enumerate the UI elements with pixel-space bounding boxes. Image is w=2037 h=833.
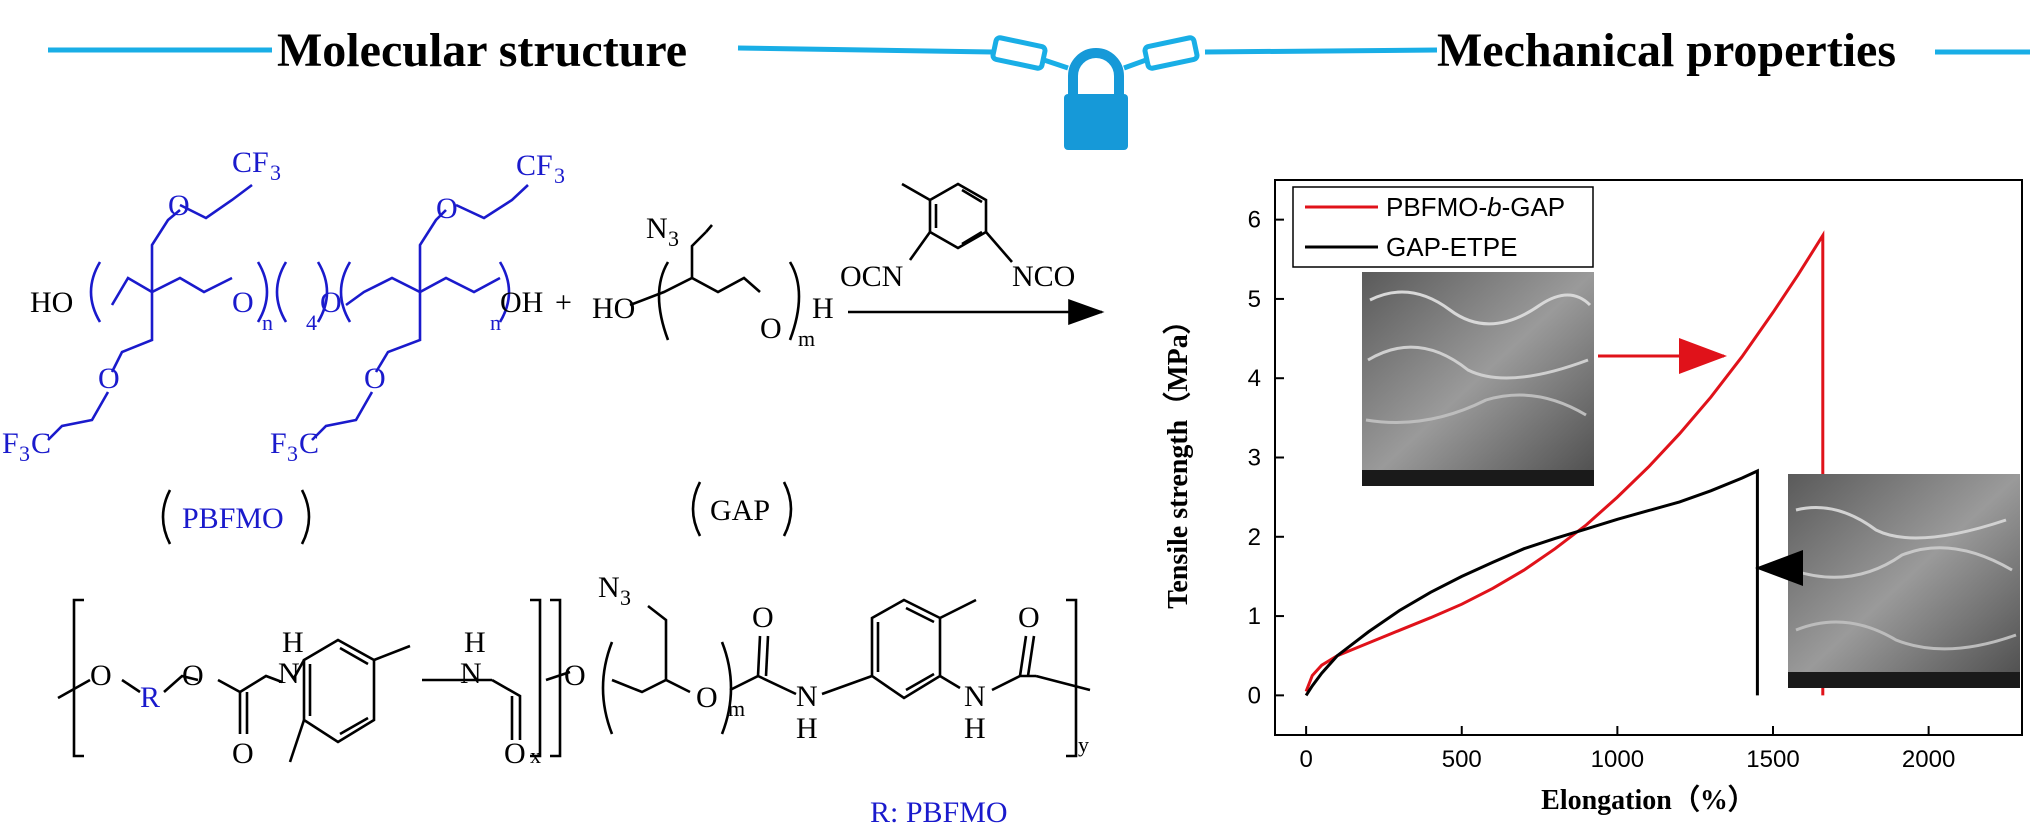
banner: Molecular structure Mechanical propertie… — [48, 24, 2030, 77]
x-tick-label: 0 — [1299, 746, 1312, 773]
tdi-labels: OCN NCO — [840, 260, 1075, 293]
pbfmo-ho: HO — [30, 286, 73, 319]
prod-n5: N — [964, 680, 986, 713]
f3c-bot-right-c: C — [299, 427, 319, 460]
prod-o1: O — [90, 659, 112, 692]
y-tick-label: 6 — [1248, 207, 1261, 234]
f3c-bot-right: F — [270, 427, 287, 460]
prod-o-carbonyl1: O — [232, 737, 254, 770]
gap-label: GAP — [710, 494, 770, 527]
cf3-top-right-sub: 3 — [554, 163, 565, 188]
sem-image-right — [1788, 474, 2020, 688]
tdi-structure — [901, 182, 1013, 263]
banner-line-right-1 — [1204, 47, 1438, 55]
prod-o4: O — [696, 681, 718, 714]
series-line-pbfmo-b-gap — [1304, 230, 1825, 696]
prod-h1: H — [282, 626, 304, 659]
prod-m: m — [728, 696, 745, 721]
x-tick-label: 2000 — [1902, 746, 1955, 773]
cf3-top-left: CF — [232, 146, 269, 179]
prod-n3: N — [598, 571, 620, 604]
y-tick-label: 4 — [1248, 365, 1261, 392]
y-tick-label: 5 — [1248, 286, 1261, 313]
gap-structure — [629, 224, 801, 341]
prod-o-carbonyl3: O — [752, 601, 774, 634]
pbfmo-o2: O — [320, 286, 342, 319]
gap-ho: HO — [592, 292, 635, 325]
cf3-top-left-sub: 3 — [270, 160, 281, 185]
x-tick-label: 1000 — [1591, 746, 1644, 773]
prod-n2: N — [460, 657, 482, 690]
pbfmo-four: 4 — [306, 310, 317, 335]
x-tick-label: 500 — [1442, 746, 1482, 773]
y-tick-label: 3 — [1248, 445, 1261, 472]
banner-line-left-2 — [737, 45, 993, 55]
series-line-gap-etpe — [1304, 468, 1759, 697]
gap-o: O — [760, 312, 782, 345]
pbfmo-n2: n — [490, 310, 501, 335]
prod-o2: O — [182, 659, 204, 692]
prod-r: R — [140, 681, 160, 714]
legend-label-gap-etpe: GAP-ETPE — [1386, 232, 1517, 262]
f3c-bot-left: F — [2, 427, 19, 460]
y-tick-label: 0 — [1248, 682, 1261, 709]
padlock-chain-icon — [990, 35, 1200, 150]
o-top-left: O — [168, 189, 190, 222]
f3c-bot-left-sub: 3 — [19, 441, 30, 466]
prod-n1: N — [278, 657, 300, 690]
prod-h2: H — [464, 626, 486, 659]
prod-h4: H — [964, 712, 986, 745]
legend: PBFMO-b-GAP GAP-ETPE — [1292, 186, 1594, 268]
y-tick-label: 1 — [1248, 603, 1261, 630]
sem-image-top — [1362, 272, 1594, 486]
gap-n3: N — [646, 212, 668, 245]
gap-h: H — [812, 292, 834, 325]
o-top-right: O — [436, 192, 458, 225]
prod-h3: H — [796, 712, 818, 745]
heading-mechanical-properties: Mechanical properties — [1437, 24, 1896, 77]
o-bot-left: O — [98, 362, 120, 395]
f3c-bot-right-sub: 3 — [287, 441, 298, 466]
pbfmo-o1: O — [232, 286, 254, 319]
pbfmo-labels: CF 3 CF 3 O O HO O n 4 O OH n O O F 3 C … — [2, 146, 565, 545]
pbfmo-n1: n — [262, 310, 273, 335]
y-axis-label: Tensile strength（MPa） — [1161, 306, 1194, 609]
prod-o-carbonyl4: O — [1018, 601, 1040, 634]
product-structure — [57, 598, 1091, 763]
product-labels: O R O O H N H N O x O N 3 O m O N H N H … — [90, 571, 1089, 770]
tdi-nco: NCO — [1012, 260, 1075, 293]
x-axis-label: Elongation（%） — [1541, 783, 1756, 816]
cf3-top-right: CF — [516, 149, 553, 182]
y-tick-label: 2 — [1248, 524, 1261, 551]
prod-y: y — [1078, 732, 1089, 757]
x-tick-label: 1500 — [1746, 746, 1799, 773]
gap-n3-sub: 3 — [668, 226, 679, 251]
tdi-ocn: OCN — [840, 260, 903, 293]
o-bot-right: O — [364, 362, 386, 395]
plus-sign: + — [555, 286, 572, 319]
chart-series — [1304, 230, 1825, 697]
prod-o3: O — [564, 659, 586, 692]
f3c-bot-left-c: C — [31, 427, 51, 460]
prod-n4: N — [796, 680, 818, 713]
gap-m: m — [798, 326, 815, 351]
pbfmo-label: PBFMO — [182, 502, 284, 535]
prod-o-carbonyl2: O — [504, 737, 526, 770]
pbfmo-structure — [47, 183, 529, 441]
pbfmo-oh: OH — [500, 286, 543, 319]
heading-molecular-structure: Molecular structure — [277, 24, 687, 77]
prod-x: x — [530, 743, 541, 768]
r-note: R: PBFMO — [870, 796, 1008, 829]
prod-n3-sub: 3 — [620, 585, 631, 610]
gap-labels: N 3 HO O m H GAP — [592, 212, 834, 537]
legend-label-pbfmo-b-gap: PBFMO-b-GAP — [1386, 192, 1565, 222]
